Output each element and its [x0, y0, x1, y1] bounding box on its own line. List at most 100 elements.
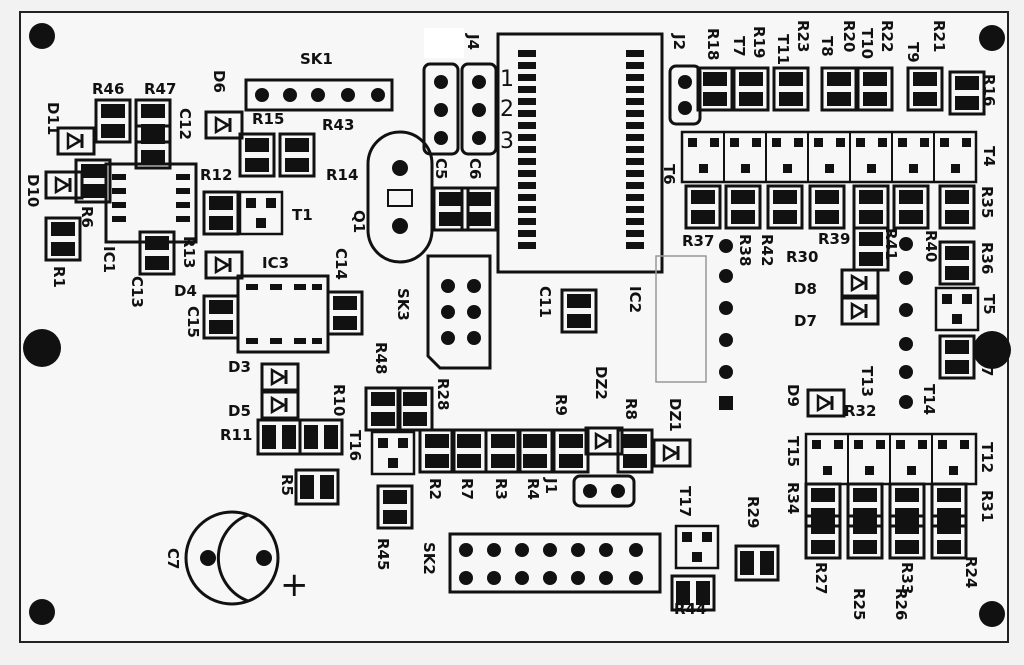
label-r39: R39 [818, 230, 850, 248]
label-r4: R4 [524, 478, 542, 500]
connector-j1 [572, 474, 636, 508]
label-r1: R1 [50, 266, 68, 288]
label-d11: D11 [44, 102, 62, 135]
connector-j4 [422, 62, 498, 156]
label-d9: D9 [784, 384, 802, 407]
label-r15: R15 [252, 110, 284, 128]
label-r17: R17 [978, 344, 996, 376]
label-r29: R29 [744, 496, 762, 528]
label-r2: R2 [426, 478, 444, 500]
label-r45: R45 [374, 538, 392, 570]
label-t11: T11 [774, 34, 792, 65]
label-j4: J4 [464, 33, 482, 50]
label-ic3: IC3 [262, 254, 289, 272]
label-r26: R26 [892, 588, 910, 620]
label-r38: R38 [736, 234, 754, 266]
pin-number-1: 1 [500, 67, 514, 92]
label-r28: R28 [434, 378, 452, 410]
label-t14: T14 [920, 384, 938, 415]
label-r41: R41 [882, 228, 900, 260]
label-dz2: DZ2 [592, 366, 610, 400]
label-d6: D6 [210, 70, 228, 93]
ic2-footprint [496, 32, 664, 274]
label-t7: T7 [730, 36, 748, 57]
label-sk1: SK1 [300, 50, 333, 68]
label-r44: R44 [674, 600, 706, 618]
label-t5: T5 [980, 294, 998, 315]
test-points [719, 237, 913, 410]
label-c12: C12 [176, 108, 194, 140]
pin-number-3: 3 [500, 129, 514, 154]
label-r42: R42 [758, 234, 776, 266]
label-r6: R6 [78, 206, 96, 228]
label-t12: T12 [978, 442, 996, 473]
connector-sk1 [244, 78, 394, 112]
crystal-q1 [366, 130, 434, 264]
label-ic2: IC2 [626, 286, 644, 313]
label-r25: R25 [850, 588, 868, 620]
label-r20: R20 [840, 20, 858, 52]
mounting-hole [973, 331, 1011, 369]
label-r5: R5 [278, 474, 296, 496]
label-d8: D8 [794, 280, 817, 298]
label-j1: J1 [542, 477, 560, 494]
label-r22: R22 [878, 20, 896, 52]
label-t13: T13 [858, 366, 876, 397]
label-r8: R8 [622, 398, 640, 420]
connector-sk2 [448, 532, 662, 594]
label-r13: R13 [180, 236, 198, 268]
connector-j2 [668, 64, 702, 126]
label-t6: T6 [660, 164, 678, 185]
label-r33: R33 [898, 562, 916, 594]
board-outline [19, 11, 1009, 643]
label-c6: C6 [466, 158, 484, 179]
polarity-plus: + [280, 565, 309, 605]
label-c11: C11 [536, 286, 554, 318]
label-r37: R37 [682, 232, 714, 250]
label-r11: R11 [220, 426, 252, 444]
label-d3: D3 [228, 358, 251, 376]
label-r36: R36 [978, 242, 996, 274]
label-sk2: SK2 [420, 542, 438, 575]
label-t17: T17 [676, 486, 694, 517]
label-t8: T8 [818, 36, 836, 57]
label-c7: C7 [164, 548, 182, 569]
label-dz1: DZ1 [666, 398, 684, 432]
label-r48: R48 [372, 342, 390, 374]
mounting-hole [979, 601, 1005, 627]
label-j2: J2 [670, 33, 688, 50]
label-c5: C5 [432, 158, 450, 179]
label-r35: R35 [978, 186, 996, 218]
pin-number-2: 2 [500, 97, 514, 122]
label-r19: R19 [750, 26, 768, 58]
label-t1: T1 [292, 206, 313, 224]
label-r43: R43 [322, 116, 354, 134]
label-r40: R40 [922, 230, 940, 262]
label-r23: R23 [794, 20, 812, 52]
label-d7: D7 [794, 312, 817, 330]
mounting-hole [23, 329, 61, 367]
label-r46: R46 [92, 80, 124, 98]
label-r34: R34 [784, 482, 802, 514]
mounting-hole [29, 599, 55, 625]
label-r16: R16 [980, 74, 998, 106]
capacitor-c7 [184, 510, 280, 606]
label-r3: R3 [492, 478, 510, 500]
label-ic1: IC1 [100, 246, 118, 273]
label-r9: R9 [552, 394, 570, 416]
label-t9: T9 [904, 42, 922, 63]
label-r32: R32 [844, 402, 876, 420]
label-r27: R27 [812, 562, 830, 594]
label-r12: R12 [200, 166, 232, 184]
label-r7: R7 [458, 478, 476, 500]
label-r14: R14 [326, 166, 358, 184]
label-r24: R24 [962, 556, 980, 588]
transistor-array-t12 [804, 432, 978, 486]
label-r21: R21 [930, 20, 948, 52]
label-c13: C13 [128, 276, 146, 308]
label-c14: C14 [332, 248, 350, 280]
label-d5: D5 [228, 402, 251, 420]
label-sk3: SK3 [394, 288, 412, 321]
mounting-hole [29, 23, 55, 49]
